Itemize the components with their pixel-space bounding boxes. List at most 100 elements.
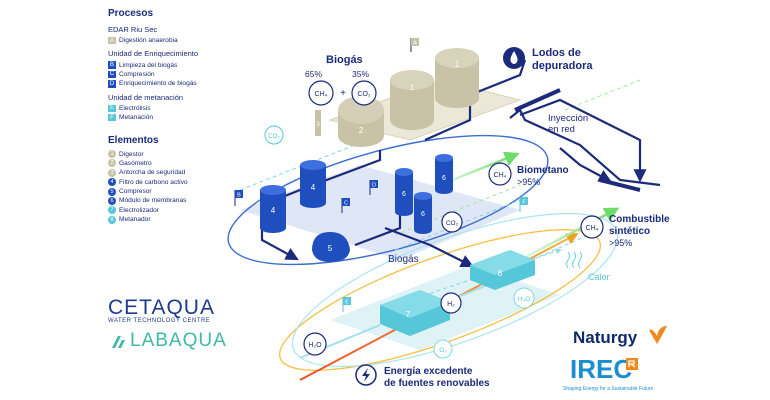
irec-logo: IREC (570, 354, 633, 384)
element-label: Electrolizador (119, 206, 159, 214)
biogas-flow-label: Biogás (388, 254, 419, 265)
legend-item: F Metanación (108, 113, 238, 122)
depuradora-label: depuradora (532, 60, 593, 72)
element-number-badge: 3 (108, 168, 116, 177)
irec-mark-icon (626, 358, 638, 370)
legend-item: E Electrólisis (108, 104, 238, 113)
co2-release-label: CO₂ (268, 134, 280, 140)
compressor-5: 5 (312, 232, 350, 262)
biometano-label: Biometano (517, 165, 569, 176)
tank-number: 1 (455, 60, 460, 69)
combustible-percent: >95% (609, 238, 632, 248)
electrolyzer-7: 7 (380, 290, 450, 336)
gasometer-2: 2 (338, 96, 384, 147)
methanation-unit-outline-inner (291, 212, 619, 368)
labaqua-logo: LABAQUA (130, 330, 227, 351)
combustible-label: Combustible (609, 214, 670, 225)
inyeccion-label: Inyección (548, 113, 588, 124)
equipment-number: 6 (421, 211, 425, 218)
biomethane-ch4-icon (488, 162, 512, 186)
legend-item-digestion: A Digestión anaerobia (108, 36, 238, 45)
equipment-number: 6 (442, 175, 446, 182)
biogas-title: Biogás (326, 54, 363, 66)
energia-line-1: Energía excedente (384, 366, 473, 377)
co2-label: CO₂ (357, 91, 371, 98)
element-label: Compresor (119, 188, 152, 196)
naturgy-logo: Naturgy (573, 328, 638, 347)
element-label: Gasómetro (119, 159, 152, 167)
legend-key-a: A (108, 36, 116, 45)
legend-label: Digestión anaerobia (119, 37, 178, 45)
digester-1: 1 (435, 48, 479, 108)
drop-shape (510, 51, 518, 64)
metanacion-title: Unidad de metanación (108, 92, 184, 102)
equipment-number: 7 (406, 310, 411, 319)
element-number-badge: 1 (108, 150, 116, 159)
flag-label: B (237, 193, 241, 199)
calor-label: Calor (588, 272, 610, 282)
energia-line-2: de fuentes renovables (384, 378, 490, 389)
h2o-out-label: H₂O (518, 296, 530, 303)
legend-label: Enriquecimiento de biogás (119, 80, 197, 88)
sintetico-label: sintético (609, 226, 650, 237)
element-label: Antorcha de seguridad (119, 169, 186, 177)
element-number-badge: 7 (108, 206, 116, 215)
flag-label: C (344, 201, 348, 207)
ch4-percent: 65% (305, 69, 322, 79)
membrane-co2-icon (441, 211, 463, 233)
synthetic-ch4-label: CH₄ (586, 225, 599, 232)
h2-icon (440, 292, 462, 314)
safety-torch-3: 3 (315, 110, 321, 136)
flag-e: E (342, 297, 351, 312)
lodos-label: Lodos de (532, 47, 581, 59)
flag-a: A (410, 38, 419, 52)
enrichment-unit-outline (227, 134, 549, 266)
element-number-badge: 8 (108, 215, 116, 224)
element-number-badge: 2 (108, 159, 116, 168)
cetaqua-name: CETAQUA (108, 296, 215, 319)
heat-icon (565, 251, 583, 269)
en-red-label: en red (548, 124, 575, 135)
ch4-label: CH₄ (315, 91, 328, 98)
legend-item: C Compresión (108, 70, 238, 79)
ch4-icon (308, 80, 334, 106)
legend-item: D Enriquecimiento de biogás (108, 79, 238, 88)
h2o-in-label: H₂O (308, 342, 322, 349)
element-number-badge: 5 (108, 187, 116, 196)
equipment-number: 8 (498, 269, 503, 278)
o2-label: O₂ (439, 347, 447, 354)
legend-label: Metanación (119, 114, 154, 122)
digester-1b: 1 (390, 70, 434, 130)
h2o-in-icon (303, 332, 327, 356)
membrane-co2-label: CO₂ (446, 220, 459, 227)
equipment-number: 4 (271, 206, 276, 215)
cetaqua-tagline: WATER TECHNOLOGY CENTRE (108, 318, 211, 324)
synthetic-fuel-flow (519, 207, 620, 262)
labaqua-mark-icon (112, 336, 125, 348)
legend-label: Compresión (119, 70, 155, 78)
element-label: Filtro de carbono activo (119, 178, 188, 186)
carbon-filter-4b: 4 (260, 185, 286, 233)
biometano-percent: >95% (517, 177, 540, 187)
legend-key-b: B (108, 61, 116, 69)
equipment-number: 5 (328, 244, 333, 253)
carbon-filter-4a: 4 (300, 160, 326, 208)
equipment-number: 6 (402, 191, 406, 198)
flag-label: E (345, 300, 349, 306)
legend-key-f: F (108, 113, 116, 122)
flag-label: D (372, 183, 376, 189)
legend-key-e: E (108, 104, 116, 112)
fuel-pipe (599, 178, 641, 192)
element-label: Digestor (119, 150, 144, 158)
equipment-number: 4 (311, 183, 316, 192)
cetaqua-logo: CETAQUA WATER TECHNOLOGY CENTRE (108, 296, 215, 324)
